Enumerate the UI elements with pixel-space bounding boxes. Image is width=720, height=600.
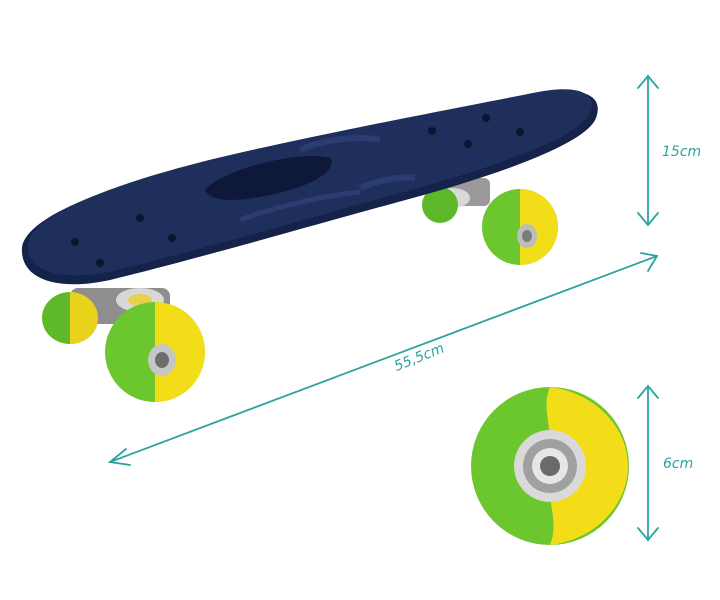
wheel-closeup <box>471 387 629 545</box>
length-dimension-arrow-icon <box>107 252 659 466</box>
height-label: 15cm <box>662 144 702 160</box>
wheel-size-label: 6cm <box>663 456 694 472</box>
front-wheel-right <box>105 302 205 402</box>
height-dimension-arrow-icon <box>637 74 659 227</box>
skateboard <box>21 89 598 402</box>
rear-wheel-right <box>482 189 558 265</box>
front-wheel-left <box>42 292 98 344</box>
deck <box>21 89 598 285</box>
wheel-dimension-arrow-icon <box>637 384 659 542</box>
rear-wheel-left <box>422 187 458 223</box>
